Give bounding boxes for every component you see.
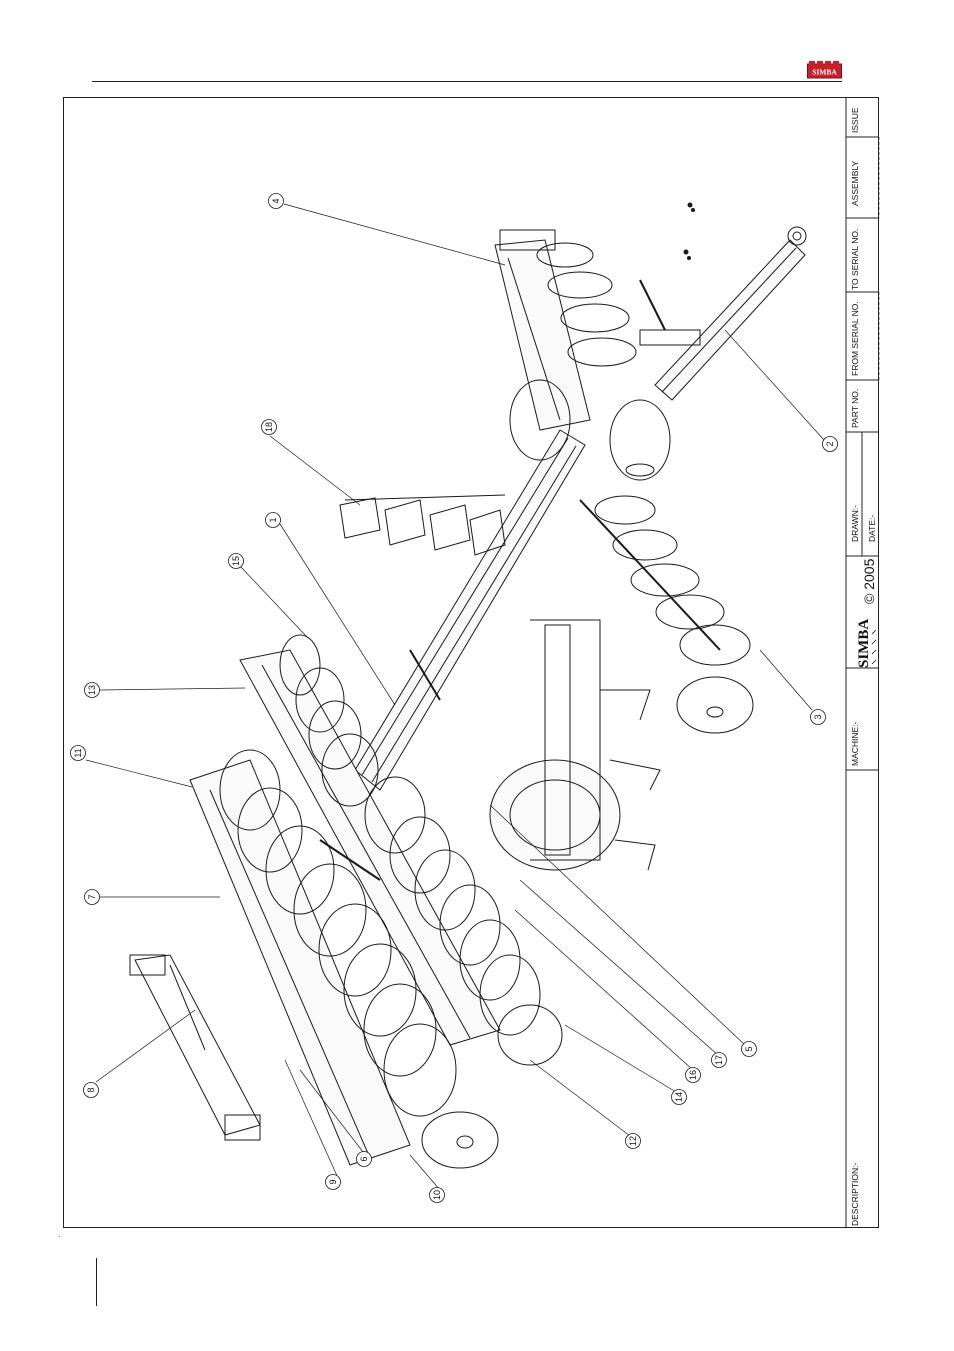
svg-text:1: 1 <box>268 517 278 522</box>
brand-underline-icon <box>871 629 877 665</box>
assembly-label: ASSEMBLY <box>850 160 860 206</box>
callout-16: 16 <box>685 1067 701 1083</box>
subsoiler-legs <box>339 494 506 556</box>
brand-name: SIMBA <box>856 619 872 668</box>
rear-disc-gang-1 <box>279 634 563 1066</box>
simba-logo-icon: SIMBA <box>807 61 842 79</box>
svg-text:10: 10 <box>432 1190 442 1200</box>
header-rule <box>92 81 842 82</box>
callout-5: 5 <box>741 1041 757 1057</box>
main-frame-beam <box>354 429 586 791</box>
front-disc-gang <box>509 242 671 481</box>
rear-disc-gang-2 <box>219 749 499 1169</box>
svg-text:7: 7 <box>87 894 97 899</box>
drawn-label: DRAWN:- <box>850 505 860 542</box>
callout-13: 13 <box>84 682 100 698</box>
copyright: © 2005 <box>861 558 877 604</box>
callout-7: 7 <box>84 889 100 905</box>
hydraulic-rams <box>319 279 666 881</box>
callout-4: 4 <box>268 193 284 209</box>
right-disc-gang <box>579 495 754 734</box>
svg-text:18: 18 <box>264 422 274 432</box>
machine-label: MACHINE:- <box>850 721 860 766</box>
svg-text:3: 3 <box>813 714 823 719</box>
part-no-label: PART NO. <box>850 389 860 428</box>
title-block <box>845 97 879 1228</box>
callout-17: 17 <box>711 1052 727 1068</box>
drawbar <box>639 226 807 401</box>
callout-9: 9 <box>325 1174 341 1190</box>
callout-2: 2 <box>822 436 838 452</box>
callout-15: 15 <box>228 553 244 569</box>
machine-drawing <box>129 226 807 1169</box>
from-serial-label: FROM SERIAL NO. <box>850 301 860 376</box>
footer-rule <box>96 1258 97 1306</box>
svg-text:8: 8 <box>86 1087 96 1092</box>
callout-14: 14 <box>671 1089 687 1105</box>
callout-11: 11 <box>70 745 86 761</box>
callout-1: 1 <box>265 512 281 528</box>
svg-text:11: 11 <box>73 748 83 757</box>
svg-text:17: 17 <box>714 1055 724 1065</box>
tine-assembly <box>600 689 661 871</box>
callout-18: 18 <box>261 419 277 435</box>
svg-text:16: 16 <box>688 1070 698 1080</box>
front-cross-frame <box>494 229 591 431</box>
packer-wheels <box>489 619 621 871</box>
date-label: DATE:- <box>867 515 877 542</box>
page-mark: · <box>58 1232 61 1241</box>
to-serial-label: TO SERIAL NO. <box>850 229 860 290</box>
callout-6: 6 <box>356 1151 372 1167</box>
callout-8: 8 <box>83 1082 99 1098</box>
svg-text:13: 13 <box>87 685 97 695</box>
description-label: DESCRIPTION:- <box>850 1163 860 1226</box>
leader-lines <box>85 203 825 1191</box>
hardware-detail-icon <box>683 202 695 260</box>
svg-text:5: 5 <box>744 1046 754 1051</box>
callout-3: 3 <box>810 709 826 725</box>
svg-text:12: 12 <box>628 1136 638 1146</box>
logo-text: SIMBA <box>812 68 837 77</box>
drawing-sheet <box>63 97 879 1228</box>
simba-logo: SIMBA <box>807 60 842 80</box>
svg-text:15: 15 <box>231 556 241 566</box>
svg-text:6: 6 <box>359 1156 369 1161</box>
callout-12: 12 <box>625 1133 641 1149</box>
callout-10: 10 <box>429 1187 445 1203</box>
rear-tow-frame <box>129 954 261 1141</box>
callouts: 4 2 3 18 1 15 13 11 7 8 9 6 10 12 14 16 … <box>70 193 838 1203</box>
svg-text:4: 4 <box>271 198 281 203</box>
issue-label: ISSUE <box>850 107 860 133</box>
rear-cross-frame <box>189 649 501 1166</box>
svg-text:9: 9 <box>328 1179 338 1184</box>
svg-text:2: 2 <box>825 441 835 446</box>
svg-text:14: 14 <box>674 1092 684 1102</box>
